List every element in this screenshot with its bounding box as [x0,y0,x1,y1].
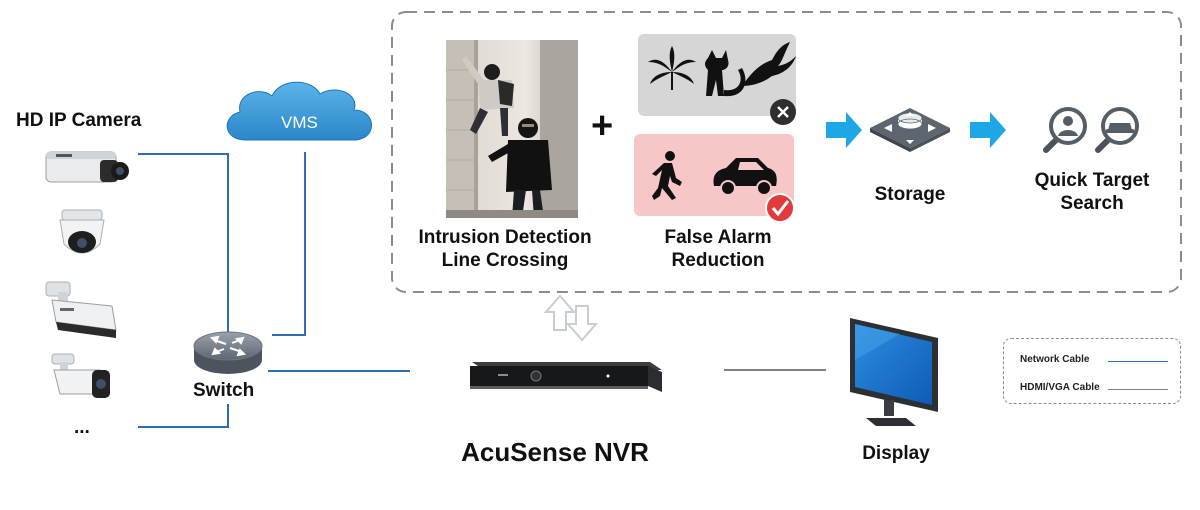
switch-label: Switch [193,380,255,401]
camera-group-label: HD IP Camera [16,110,142,131]
vms-cloud [226,81,372,141]
false-alarm-label-line2: Reduction [671,250,765,272]
flow-arrows [826,112,1006,148]
car-icon [713,158,777,196]
cable-legend: Network Cable HDMI/VGA Cable [1003,338,1181,404]
accepted-targets-panel [634,134,795,223]
switch-to-vms-cable [272,152,306,336]
dome-camera-icon [59,209,105,254]
accept-badge-icon [771,200,790,217]
to-search-arrow [970,112,1006,148]
bird-icon [742,42,796,86]
intrusion-detection-label: Intrusion Detection Line Crossing [405,226,605,272]
legend-hdmi-cable-line [1108,389,1168,390]
legend-network-cable-line [1108,361,1168,362]
bullet-camera-small-icon [51,353,110,398]
network-cables [138,152,410,428]
cat-icon [705,50,746,97]
to-storage-arrow [826,112,862,148]
vehicle-search-icon [1095,107,1139,153]
display-label: Display [862,443,930,464]
camera-group-bottom-cable [138,404,229,428]
storage-icon [870,108,950,152]
rejected-targets-panel [638,34,796,125]
legend-hdmi-cable-label: HDMI/VGA Cable [1020,382,1100,393]
leaf-icon [648,46,696,90]
display-monitor-icon [850,318,938,426]
reject-badge-icon [777,106,789,118]
intrusion-photo [446,40,578,218]
more-cameras-ellipsis: ... [74,417,90,438]
bullet-camera-icon [45,281,117,338]
storage-label: Storage [874,184,946,205]
legend-network-cable-label: Network Cable [1020,354,1090,365]
quick-search-label: Quick Target Search [1012,169,1172,215]
bidirectional-arrow-icon [543,294,599,342]
nvr-device-icon [470,362,662,392]
plus-sign: + [591,105,614,147]
quick-search-label-line1: Quick Target [1034,170,1150,191]
intrusion-label-line1: Intrusion Detection [418,227,592,248]
intrusion-label-line2: Line Crossing [441,250,569,272]
camera-to-switch-cable [138,153,229,340]
switch-icon [193,331,263,374]
nvr-label: AcuSense NVR [461,437,649,467]
box-camera-icon [45,151,129,183]
person-walking-icon [652,151,682,200]
false-alarm-label-line1: False Alarm [664,227,772,248]
false-alarm-label: False Alarm Reduction [628,226,808,272]
analytics-container [391,11,1182,293]
face-search-icon [1043,107,1087,153]
vms-label: VMS [281,113,318,132]
quick-search-label-line2: Search [1060,193,1124,215]
